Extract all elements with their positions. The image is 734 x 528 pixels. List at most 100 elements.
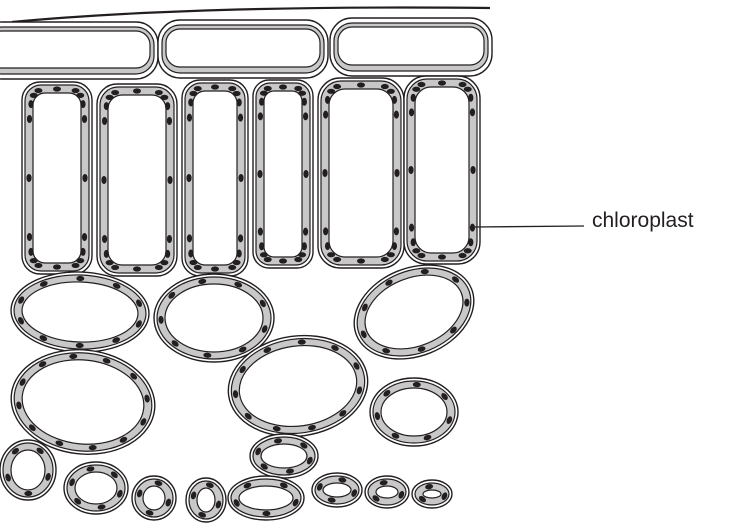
chloroplast — [187, 114, 192, 122]
lower-cell — [132, 476, 176, 520]
lower-cell — [412, 480, 452, 508]
chloroplast — [327, 89, 335, 94]
chloroplast — [211, 84, 219, 89]
chloroplast — [228, 86, 236, 91]
palisade-cell — [404, 76, 480, 264]
chloroplast — [294, 257, 302, 262]
chloroplast — [167, 117, 172, 125]
chloroplast-label: chloroplast — [592, 209, 694, 233]
chloroplast — [323, 227, 328, 235]
chloroplast — [72, 88, 80, 93]
chloroplast — [106, 260, 114, 265]
epidermis-cell — [0, 22, 158, 79]
chloroplast — [470, 166, 475, 174]
chloroplast — [237, 250, 242, 258]
spongy-cell — [370, 378, 458, 446]
spongy-cell — [10, 270, 151, 355]
chloroplast — [322, 169, 327, 177]
lower-cell — [365, 476, 409, 508]
chloroplast — [111, 265, 119, 270]
chloroplast — [357, 82, 365, 87]
cell-layer — [0, 8, 492, 522]
chloroplast — [412, 248, 420, 253]
chloroplast — [258, 228, 263, 236]
chloroplast — [82, 174, 87, 182]
chloroplast — [102, 117, 107, 125]
chloroplast — [133, 88, 141, 93]
chloroplast — [80, 100, 85, 108]
chloroplast — [333, 257, 341, 262]
chloroplast — [417, 82, 425, 87]
chloroplast — [408, 166, 413, 174]
chloroplast — [381, 257, 389, 262]
palisade-cell — [182, 80, 248, 276]
chloroplast — [104, 250, 109, 258]
chloroplast — [194, 86, 202, 91]
chloroplast — [302, 242, 307, 250]
chloroplast — [302, 98, 307, 106]
chloroplast — [303, 170, 308, 178]
chloroplast — [464, 87, 472, 92]
chloroplast — [102, 235, 107, 243]
lower-cell — [0, 440, 56, 500]
chloroplast — [188, 98, 193, 106]
chloroplast — [27, 115, 32, 123]
chloroplast — [160, 260, 168, 265]
chloroplast — [392, 242, 397, 250]
chloroplast — [165, 250, 170, 258]
chloroplast — [186, 174, 191, 182]
chloroplast — [333, 84, 341, 89]
chloroplast — [417, 253, 425, 258]
chloroplast — [298, 252, 306, 257]
chloroplast — [411, 94, 416, 102]
chloroplast — [187, 234, 192, 242]
chloroplast — [106, 95, 114, 100]
chloroplast — [259, 98, 264, 106]
chloroplast — [30, 258, 38, 263]
epidermis-cell — [158, 20, 328, 78]
chloroplast — [303, 228, 308, 236]
chloroplast — [327, 252, 335, 257]
chloroplast — [392, 96, 397, 104]
chloroplast — [238, 114, 243, 122]
chloroplast — [233, 260, 241, 265]
chloroplast — [72, 263, 80, 268]
chloroplast — [279, 84, 287, 89]
chloroplast — [260, 91, 268, 96]
chloroplast — [381, 84, 389, 89]
chloroplast — [325, 242, 330, 250]
chloroplast — [155, 90, 163, 95]
chloroplast — [80, 248, 85, 256]
chloroplast — [264, 257, 272, 262]
chloroplast — [438, 254, 446, 259]
chloroplast — [189, 260, 197, 265]
chloroplast — [101, 176, 106, 184]
chloroplast — [28, 100, 33, 108]
lower-cell — [312, 473, 362, 507]
chloroplast — [357, 258, 365, 263]
chloroplast — [325, 96, 330, 104]
chloroplast — [394, 111, 399, 119]
chloroplast — [189, 91, 197, 96]
palisade-cell — [97, 84, 177, 276]
palisade-cell — [22, 82, 92, 274]
chloroplast-leader-line — [475, 226, 584, 227]
lower-cell — [64, 462, 128, 514]
chloroplast — [155, 265, 163, 270]
chloroplast — [104, 102, 109, 110]
chloroplast — [464, 248, 472, 253]
chloroplast — [34, 263, 42, 268]
palisade-cell — [318, 78, 404, 268]
chloroplast — [27, 233, 32, 241]
chloroplast — [294, 86, 302, 91]
spongy-cell — [250, 434, 318, 478]
chloroplast — [387, 89, 395, 94]
chloroplast — [323, 111, 328, 119]
chloroplast — [264, 86, 272, 91]
chloroplast — [409, 108, 414, 116]
chloroplast — [470, 108, 475, 116]
chloroplast — [211, 266, 219, 271]
chloroplast — [470, 224, 475, 232]
